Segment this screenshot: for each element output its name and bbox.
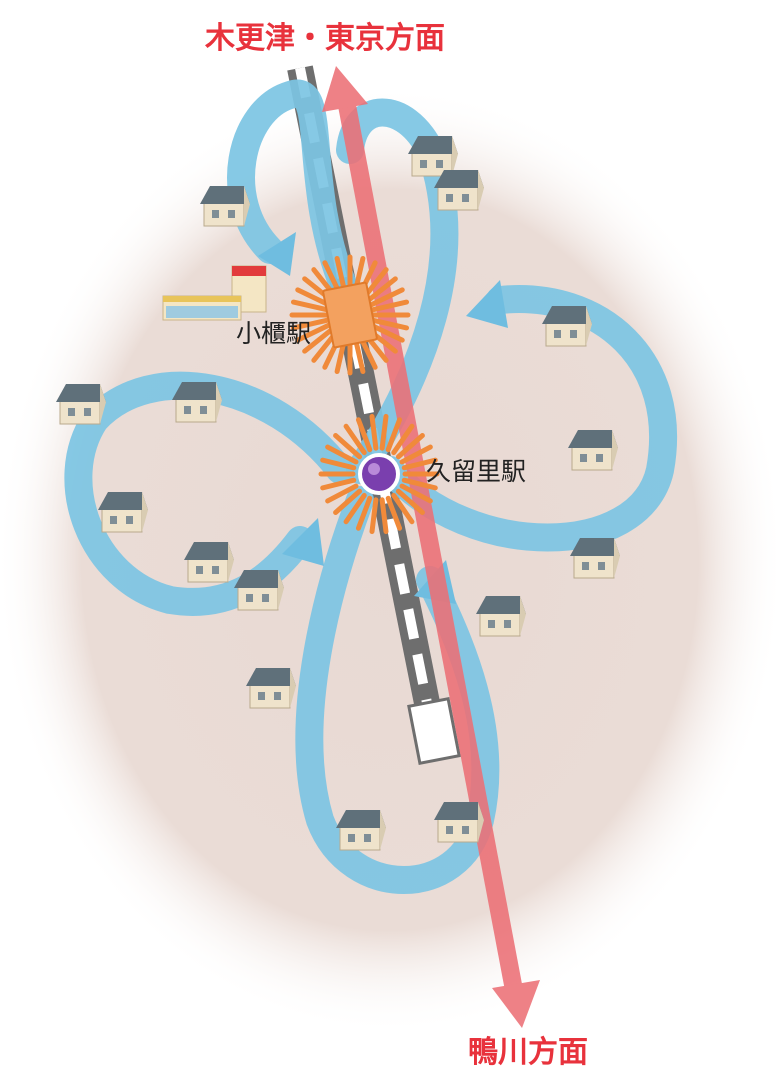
burst-ray <box>355 495 373 531</box>
burst-ray <box>368 317 410 331</box>
house-icon <box>335 809 387 851</box>
burst-ray <box>391 423 415 456</box>
station-label-kururi: 久留里駅 <box>426 457 526 486</box>
burst-ray <box>399 483 433 504</box>
direction-arrowhead-south <box>492 980 540 1028</box>
burst-icon-kururi <box>318 413 440 535</box>
burst-ray <box>368 299 410 313</box>
north-direction-label: 木更津・東京方面 <box>204 21 445 56</box>
loop-arrow-east <box>376 285 678 552</box>
house-icon <box>199 185 251 227</box>
burst-ray <box>395 488 425 515</box>
burst-ray <box>399 444 433 465</box>
burst-ray <box>369 497 379 535</box>
burst-ray <box>320 477 357 491</box>
burst-ray <box>401 477 438 491</box>
arrowhead-west <box>282 518 324 566</box>
house-icon <box>569 537 621 579</box>
arrowhead-east <box>466 280 508 328</box>
house-icon <box>541 305 593 347</box>
south-direction-label: 鴨川方面 <box>468 1035 588 1070</box>
burst-ray <box>325 483 359 504</box>
burst-ray <box>367 287 405 308</box>
arrowhead-north-left <box>258 232 296 276</box>
house-icon <box>183 541 235 583</box>
burst-ray <box>391 492 415 525</box>
burst-ray <box>343 423 367 456</box>
house-icon <box>433 169 485 211</box>
burst-ray <box>364 276 398 304</box>
shop-building-icon <box>162 265 267 321</box>
direction-arrowhead-north <box>322 66 368 112</box>
obitsu-station-block <box>322 281 378 349</box>
burst-ray <box>290 317 332 331</box>
burst-ray <box>395 433 425 460</box>
burst-ray <box>401 457 438 471</box>
burst-ray <box>333 488 363 515</box>
track-end-box <box>407 696 461 766</box>
house-icon <box>171 381 223 423</box>
burst-ray <box>385 495 403 531</box>
burst-ray <box>320 457 357 471</box>
house-icon <box>245 667 297 709</box>
house-icon <box>567 429 619 471</box>
house-icon <box>475 595 527 637</box>
burst-ray <box>379 497 389 535</box>
house-icon <box>97 491 149 533</box>
house-icon <box>55 383 107 425</box>
burst-ray <box>369 413 379 451</box>
burst-ray <box>343 492 367 525</box>
burst-ray <box>302 326 336 354</box>
loop-arrow-south <box>295 486 500 894</box>
burst-ray <box>355 417 373 453</box>
burst-ray <box>385 417 403 453</box>
burst-ray <box>379 413 389 451</box>
direction-arrow <box>322 66 540 1028</box>
loop-arrow-west <box>64 371 354 616</box>
house-icon <box>233 569 285 611</box>
burst-ray <box>295 322 333 343</box>
burst-ray <box>290 299 332 313</box>
burst-ray <box>333 433 363 460</box>
station-label-obitsu: 小櫃駅 <box>236 319 311 348</box>
purple-station-dot-icon <box>358 453 400 495</box>
house-icon <box>433 801 485 843</box>
burst-ray <box>325 444 359 465</box>
